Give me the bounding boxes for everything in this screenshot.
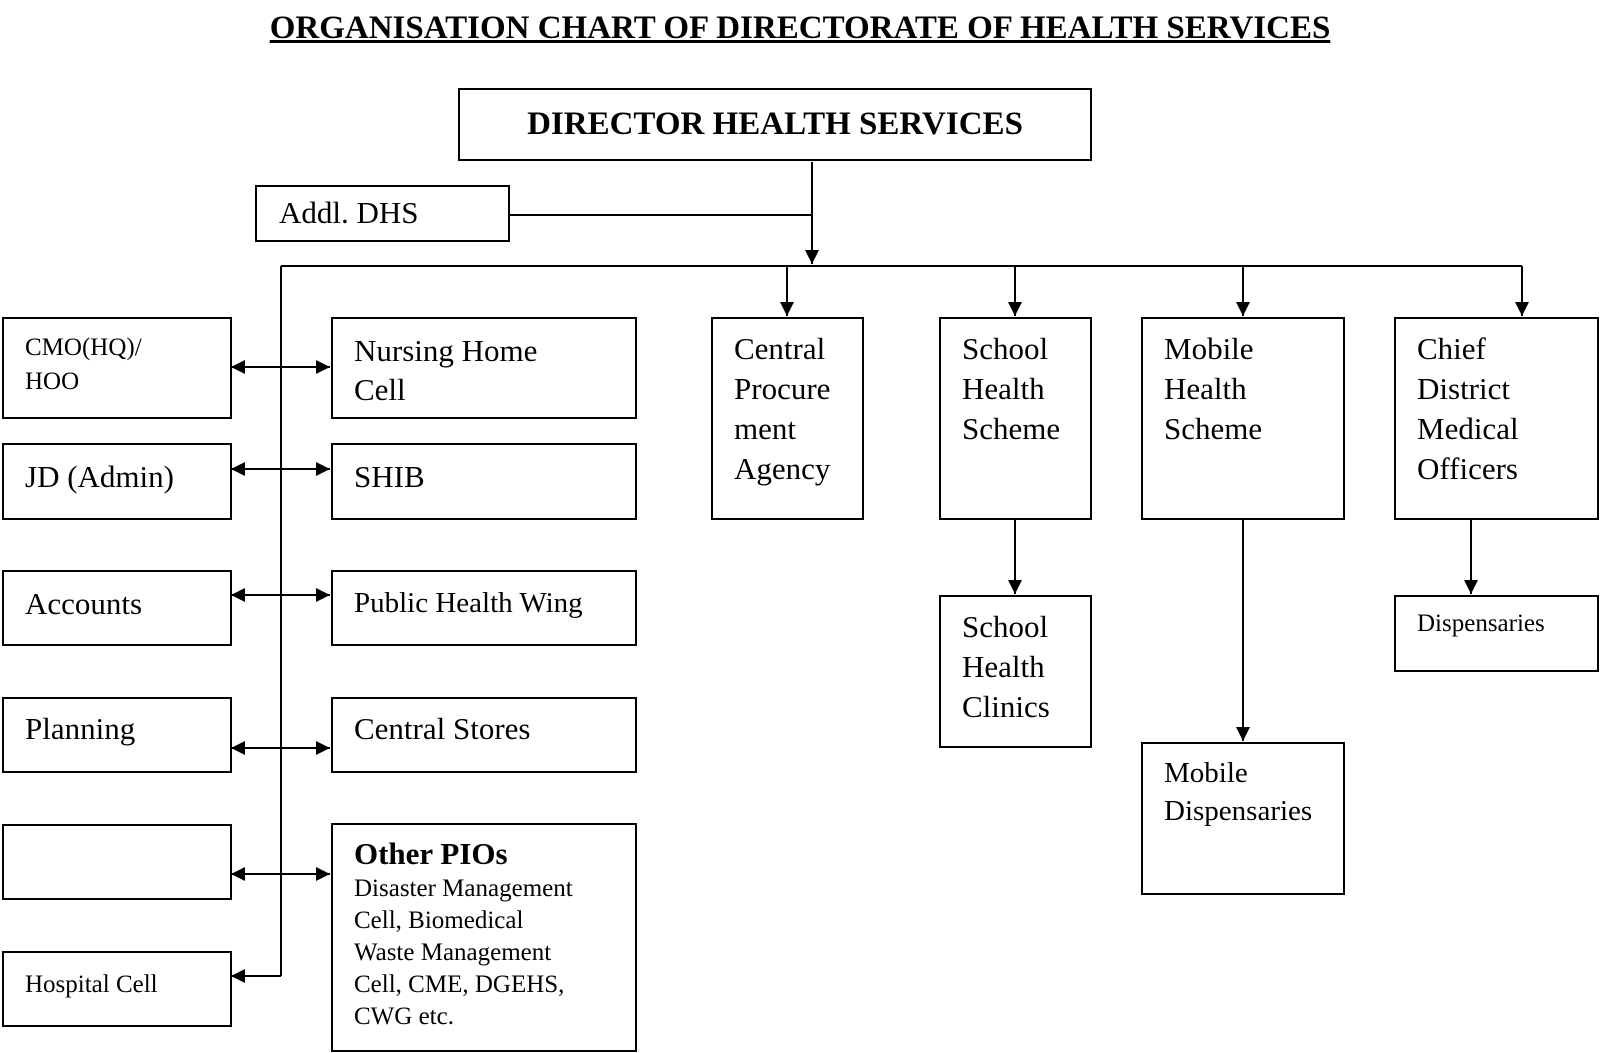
accounts-box: Accounts (2, 570, 232, 646)
other-pios-box: Other PIOs Disaster Management Cell, Bio… (331, 823, 637, 1052)
director-box: DIRECTOR HEALTH SERVICES (458, 88, 1092, 161)
dispensaries-label: Dispensaries (1417, 610, 1545, 637)
public-health-wing-box: Public Health Wing (331, 570, 637, 646)
cmo-hq-box: CMO(HQ)/ HOO (2, 317, 232, 419)
blank-box (2, 824, 232, 900)
other-pios-body: Disaster Management Cell, Biomedical Was… (354, 875, 573, 1030)
central-procurement-agency-label: Central Procure ment Agency (734, 331, 831, 486)
mobile-dispensaries-box: Mobile Dispensaries (1141, 742, 1345, 895)
planning-label: Planning (25, 711, 136, 746)
shib-label: SHIB (354, 459, 425, 494)
public-health-wing-label: Public Health Wing (354, 587, 583, 619)
addl-dhs-label: Addl. DHS (279, 195, 419, 231)
central-stores-box: Central Stores (331, 697, 637, 773)
jd-admin-box: JD (Admin) (2, 443, 232, 520)
other-pios-heading: Other PIOs (354, 836, 508, 871)
school-health-scheme-label: School Health Scheme (962, 331, 1061, 446)
hospital-cell-label: Hospital Cell (25, 971, 158, 998)
nursing-home-cell-box: Nursing Home Cell (331, 317, 637, 419)
chief-district-medical-officers-box: Chief District Medical Officers (1394, 317, 1599, 520)
central-procurement-agency-box: Central Procure ment Agency (711, 317, 864, 520)
chief-district-medical-officers-label: Chief District Medical Officers (1417, 331, 1519, 486)
director-label: DIRECTOR HEALTH SERVICES (527, 106, 1023, 143)
school-health-clinics-box: School Health Clinics (939, 595, 1092, 748)
mobile-health-scheme-box: Mobile Health Scheme (1141, 317, 1345, 520)
addl-dhs-box: Addl. DHS (255, 185, 510, 242)
school-health-scheme-box: School Health Scheme (939, 317, 1092, 520)
jd-admin-label: JD (Admin) (25, 459, 174, 494)
cmo-hq-label: CMO(HQ)/ HOO (25, 334, 142, 395)
hospital-cell-box: Hospital Cell (2, 951, 232, 1027)
mobile-dispensaries-label: Mobile Dispensaries (1164, 757, 1313, 827)
school-health-clinics-label: School Health Clinics (962, 609, 1050, 724)
nursing-home-cell-label: Nursing Home Cell (354, 333, 538, 407)
shib-box: SHIB (331, 443, 637, 520)
accounts-label: Accounts (25, 586, 143, 621)
mobile-health-scheme-label: Mobile Health Scheme (1164, 331, 1263, 446)
chart-title: ORGANISATION CHART OF DIRECTORATE OF HEA… (269, 10, 1331, 46)
central-stores-label: Central Stores (354, 711, 531, 746)
planning-box: Planning (2, 697, 232, 773)
dispensaries-box: Dispensaries (1394, 595, 1599, 672)
